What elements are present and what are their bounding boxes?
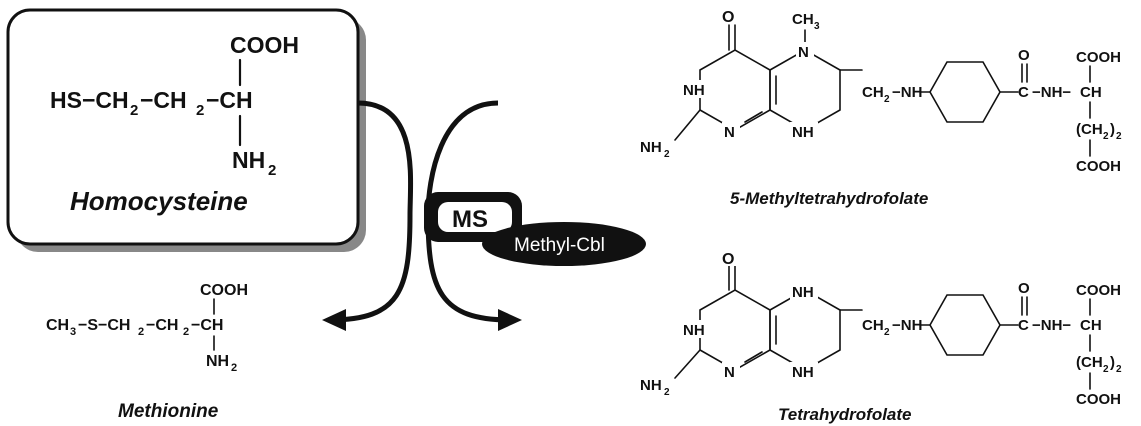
mthf-ch2-chain-close: ) [1110,121,1115,138]
methionine-nh2-sub: 2 [231,362,237,374]
thf-name: Tetrahydrofolate [778,405,912,424]
methionine-name: Methionine [118,401,219,422]
label-bg [721,248,739,266]
thf-ch2-chain-sub: 2 [1103,364,1109,375]
mthf-nh-ring: NH [683,82,705,99]
methionine-ch3: CH [46,317,69,334]
homocysteine-nh2: NH [232,147,265,173]
methyl-cbl-label: Methyl-Cbl [514,235,605,256]
mthf-ch2-sub: 2 [884,94,890,105]
thf-n-ring: N [724,364,735,381]
pyrimidine-ring [699,49,771,131]
mthf-carbonyl-c: C [1018,84,1029,101]
thf-carbonyl-o: O [1018,280,1030,297]
bond [744,111,763,123]
mthf-amide: −NH− [1032,84,1071,101]
mthf-ch2-chain: (CH [1076,121,1103,138]
methyl-cbl-cofactor [482,222,646,266]
mthf-ch-alpha: CH [1080,84,1102,101]
label-bg [682,80,710,98]
enzyme-group: MS Methyl-Cbl [424,192,646,266]
benzene-ring [929,294,1001,356]
pyrimidine-ring [699,289,771,371]
bond [674,109,701,141]
mthf-ch3: CH [792,11,814,28]
ms-enzyme-inner [438,202,512,232]
homocysteine-hs-ch2: HS−CH [50,87,129,113]
label-bg [682,320,710,338]
mthf-n-ring: N [724,124,735,141]
mthf-cooh-bottom: COOH [1076,158,1121,175]
bond [744,351,763,363]
methionine-sub-2a: 2 [138,326,144,338]
thf-ch-alpha: CH [1080,317,1102,334]
methionine-structure: COOH CH 3 −S−CH 2 −CH 2 −CH NH 2 Methion… [46,282,248,422]
thf-ch2-sub: 2 [884,327,890,338]
mthf-nh-link: −NH [892,84,922,101]
arrowhead-left [322,309,346,331]
label-bg [796,42,814,60]
methyl-thf-structure: O CH 3 N NH N NH NH 2 CH 2 −NH C O −NH− … [640,6,1122,208]
thf-ch2-chain-sub2: 2 [1116,364,1122,375]
thf-nh2: NH [640,377,662,394]
mthf-nh-ring2: NH [792,124,814,141]
mthf-ch3-sub: 3 [814,21,820,32]
mthf-o: O [722,9,734,26]
homocysteine-cooh: COOH [230,32,299,58]
mthf-nh2: NH [640,139,662,156]
methionine-ch2b: −CH [146,317,178,334]
ms-label: MS [452,206,488,233]
methionine-cooh: COOH [200,282,248,299]
mthf-n5: N [798,44,809,61]
methionine-nh2: NH [206,353,229,370]
mthf-cooh-top: COOH [1076,49,1121,66]
benzene-ring [929,61,1001,123]
thf-structure: O NH NH N NH NH 2 CH 2 −NH C O −NH− CH C… [640,248,1122,424]
mthf-carbonyl-o: O [1018,47,1030,64]
label-bg [790,122,818,140]
thf-ch2-chain-close: ) [1110,354,1115,371]
thf-nh-link: −NH [892,317,922,334]
label-bg [722,362,740,380]
homocysteine-ch: −CH [206,87,253,113]
mthf-nh2-sub: 2 [664,149,670,160]
methionine-s-ch2: −S−CH [78,317,130,334]
pyrazine-ring [769,289,841,371]
label-bg [790,362,818,380]
thf-nh-ring2: NH [792,364,814,381]
thf-nh2-sub: 2 [664,387,670,398]
methionine-sub-3: 3 [70,326,76,338]
pyrazine-ring [769,49,841,131]
thf-nh5: NH [792,284,814,301]
methionine-ch: −CH [191,317,223,334]
methionine-sub-2b: 2 [183,326,189,338]
arrowhead-right [498,309,522,331]
thf-cooh-top: COOH [1076,282,1121,299]
thf-ch2-chain: (CH [1076,354,1103,371]
thf-nh-ring: NH [683,322,705,339]
mthf-ch2-chain-sub2: 2 [1116,131,1122,142]
label-bg [790,282,818,300]
bond [674,349,701,379]
label-bg [722,122,740,140]
homocysteine-name: Homocysteine [70,186,248,216]
homocysteine-sub-2a: 2 [130,102,138,119]
homocysteine-box [6,8,360,246]
thf-ch2-link: CH [862,317,884,334]
mthf-ch2-chain-sub: 2 [1103,131,1109,142]
thf-o: O [722,251,734,268]
label-bg [721,6,739,24]
homocysteine-sub-2b: 2 [196,102,204,119]
mthf-name: 5-Methyltetrahydrofolate [730,189,928,208]
homocysteine-ch2b: −CH [140,87,187,113]
thf-carbonyl-c: C [1018,317,1029,334]
mthf-ch2-link: CH [862,84,884,101]
homocysteine-nh2-sub: 2 [268,162,276,179]
thf-cooh-bottom: COOH [1076,391,1121,408]
left-reaction-arc [329,100,414,323]
homocysteine-panel: COOH HS−CH 2 −CH 2 −CH NH 2 Homocysteine [6,8,366,252]
thf-amide: −NH− [1032,317,1071,334]
